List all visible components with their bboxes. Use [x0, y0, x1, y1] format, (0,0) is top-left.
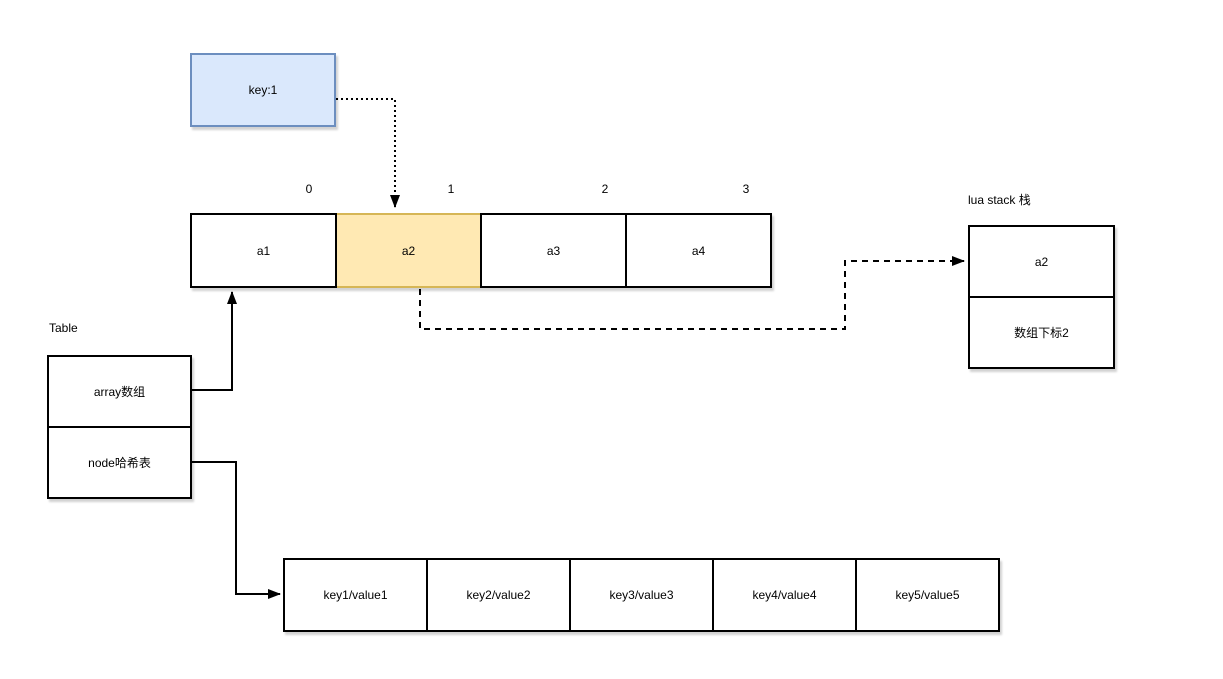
hash-cell-1-label: key1/value1: [323, 588, 388, 602]
hash-cell-4-label: key4/value4: [752, 588, 817, 602]
array-index-0: 0: [305, 182, 313, 196]
hash-cell-3-label: key3/value3: [609, 588, 674, 602]
hash-cell-5: key5/value5: [855, 558, 1000, 632]
arrow-table-to-array: [192, 291, 237, 391]
array-index-2: 2: [601, 182, 609, 196]
hash-cell-3: key3/value3: [569, 558, 714, 632]
lua-stack-title: lua stack 栈: [968, 193, 1031, 207]
array-cell-a1-label: a1: [256, 243, 271, 258]
table-box: array数组 node哈希表: [47, 355, 192, 499]
key-box-label: key:1: [248, 83, 278, 97]
lua-stack-cell-value: a2: [968, 225, 1115, 298]
array-cell-a3: a3: [480, 213, 627, 288]
hash-cell-1: key1/value1: [283, 558, 428, 632]
table-cell-array-part: array数组: [47, 355, 192, 428]
array-cell-a4: a4: [625, 213, 772, 288]
array-index-1: 1: [447, 182, 455, 196]
array-row: a1 a2 a3 a4: [190, 213, 772, 288]
table-node-part-label: node哈希表: [88, 456, 151, 470]
hash-cell-2-label: key2/value2: [466, 588, 531, 602]
hash-cell-2: key2/value2: [426, 558, 571, 632]
array-cell-a4-label: a4: [691, 243, 706, 258]
hash-cell-5-label: key5/value5: [895, 588, 960, 602]
array-cell-a2-highlighted: a2: [335, 213, 482, 288]
lua-stack-box: a2 数组下标2: [968, 225, 1115, 369]
arrow-table-to-hash: [192, 461, 281, 599]
hash-row: key1/value1 key2/value2 key3/value3 key4…: [283, 558, 1000, 632]
table-array-part-label: array数组: [93, 385, 146, 399]
table-title: Table: [49, 321, 78, 335]
array-cell-a1: a1: [190, 213, 337, 288]
lua-stack-value-label: a2: [1034, 254, 1049, 269]
hash-cell-4: key4/value4: [712, 558, 857, 632]
array-cell-a3-label: a3: [546, 243, 561, 258]
key-box: key:1: [190, 53, 336, 127]
lua-stack-cell-index: 数组下标2: [968, 296, 1115, 369]
array-cell-a2-label: a2: [401, 243, 416, 258]
table-cell-node-part: node哈希表: [47, 426, 192, 499]
array-index-3: 3: [742, 182, 750, 196]
lua-stack-index-label: 数组下标2: [1014, 326, 1069, 340]
arrow-key-to-a2: [336, 98, 400, 208]
